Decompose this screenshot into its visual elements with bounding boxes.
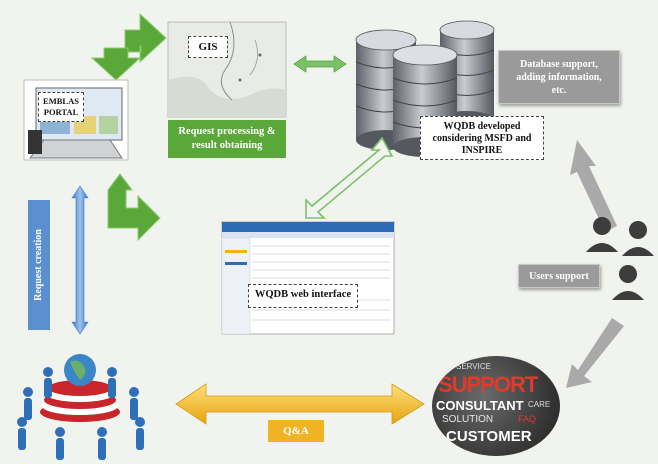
gray-arrow-users-to-db [570,140,617,232]
word-cloud-care: CARE [528,400,551,409]
word-cloud-consultant: CONSULTANT [436,398,524,413]
green-arrow-portal-to-gis [90,12,167,81]
support-word-cloud: SUPPORT CONSULTANT SOLUTION CUSTOMER FAQ… [432,356,560,456]
gray-arrow-support-to-users [566,318,624,388]
users-support-label: Users support [518,264,600,288]
request-creation-bar [28,200,50,330]
portal-label: EMBLAS PORTAL [38,92,84,122]
gis-label: GIS [188,36,228,58]
word-cloud-service: SERVICE [456,362,491,371]
users-group-icon [586,217,654,300]
green-diagonal-arrow-db-web [305,136,394,219]
database-support-label: Database support, adding information, et… [498,50,620,104]
word-cloud-support: SUPPORT [438,372,538,397]
green-double-arrow-gis-db [293,55,347,73]
qa-label: Q&A [268,420,324,442]
word-cloud-faq: FAQ [518,414,537,424]
gis-map [167,21,287,118]
word-cloud-solution: SOLUTION [442,414,494,425]
request-creation-label: Request creation [33,229,44,301]
people-globe-icon [17,354,145,460]
green-arrow-portal-to-web [107,173,161,242]
orange-double-arrow-qa [175,383,425,425]
blue-double-arrow-request [71,185,89,335]
web-interface-screenshot [221,221,395,335]
wqdb-database-label: WQDB developed considering MSFD and INSP… [420,116,544,160]
word-cloud-customer: CUSTOMER [446,428,532,445]
web-interface-label: WQDB web interface [248,284,358,308]
request-processing-label: Request processing & result obtaining [168,120,286,158]
